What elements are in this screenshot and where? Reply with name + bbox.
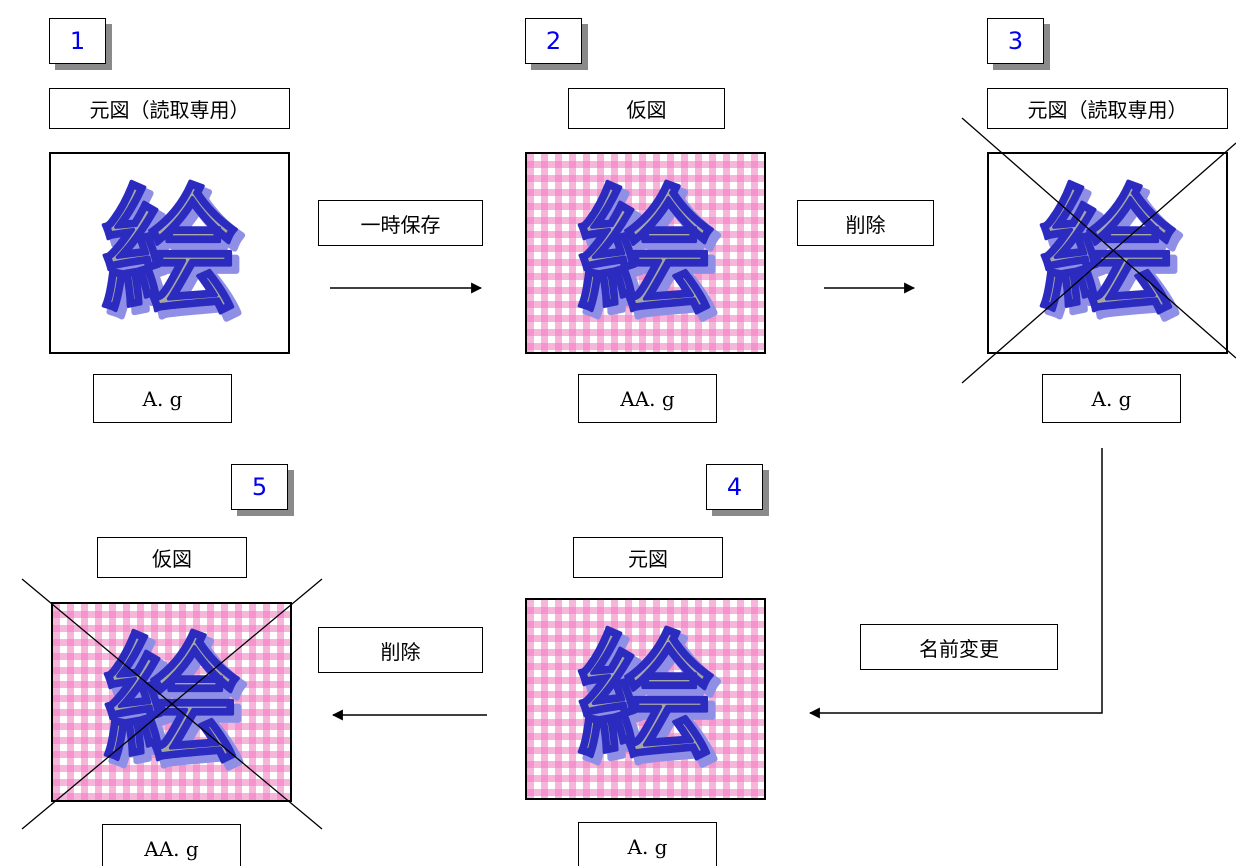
title-label: 元図 <box>628 547 668 571</box>
picture-frame-5 <box>51 602 292 802</box>
step-badge-2: 2 <box>525 18 582 64</box>
action-text: 名前変更 <box>919 636 999 661</box>
action-text: 削除 <box>380 639 421 664</box>
picture-frame-1 <box>49 152 290 354</box>
picture-icon <box>527 154 764 352</box>
filename-label: A. g <box>142 386 183 411</box>
picture-frame-3 <box>987 152 1228 354</box>
filename-label: A. g <box>1091 386 1132 411</box>
action-label-rename: 名前変更 <box>860 624 1058 670</box>
filename-label: A. g <box>627 834 668 859</box>
picture-icon <box>989 154 1226 352</box>
step-number: 2 <box>545 27 562 55</box>
step-number: 4 <box>726 473 743 501</box>
filename-box-2: AA. g <box>578 374 717 423</box>
picture-frame-4 <box>525 598 766 800</box>
title-label: 元図（読取専用） <box>1027 98 1188 122</box>
action-text: 削除 <box>845 212 886 237</box>
filename-label: AA. g <box>620 386 675 411</box>
action-text: 一時保存 <box>360 212 441 237</box>
filename-box-1: A. g <box>93 374 232 423</box>
picture-icon <box>51 154 288 352</box>
title-box-4: 元図 <box>573 537 723 578</box>
title-box-3: 元図（読取専用） <box>987 88 1228 129</box>
title-label: 仮図 <box>152 547 192 571</box>
action-label-delete-2: 削除 <box>318 627 483 673</box>
step-badge-3: 3 <box>987 18 1044 64</box>
title-box-1: 元図（読取専用） <box>49 88 290 129</box>
filename-box-5: AA. g <box>102 824 241 866</box>
arrow-rename <box>808 448 1103 719</box>
title-box-5: 仮図 <box>97 537 247 578</box>
action-label-delete-1: 削除 <box>797 200 934 246</box>
step-number: 5 <box>251 473 268 501</box>
title-label: 仮図 <box>626 98 667 122</box>
step-badge-5: 5 <box>231 464 288 510</box>
filename-box-3: A. g <box>1042 374 1181 423</box>
filename-box-4: A. g <box>578 822 717 866</box>
step-number: 3 <box>1007 27 1024 55</box>
picture-frame-2 <box>525 152 766 354</box>
step-number: 1 <box>69 27 86 55</box>
picture-icon <box>53 604 290 800</box>
filename-label: AA. g <box>144 836 199 861</box>
step-badge-1: 1 <box>49 18 106 64</box>
action-label-save-temp: 一時保存 <box>318 200 483 246</box>
title-label: 元図（読取専用） <box>89 98 250 122</box>
title-box-2: 仮図 <box>568 88 725 129</box>
picture-icon <box>527 600 764 798</box>
step-badge-4: 4 <box>706 464 763 510</box>
